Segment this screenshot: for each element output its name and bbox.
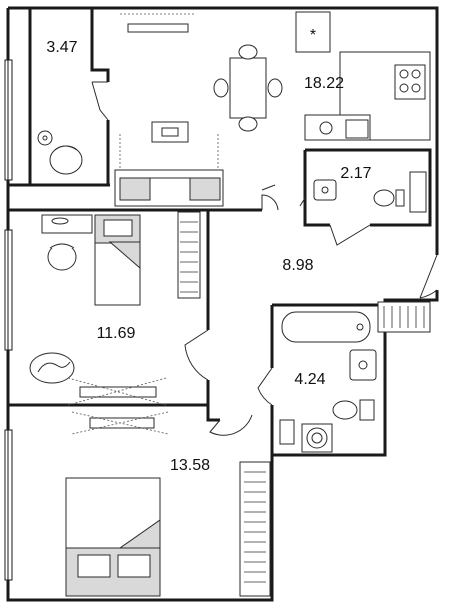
hall-features xyxy=(177,211,438,333)
fridge-icon: * xyxy=(310,27,316,44)
room-area-bathroom: 4.24 xyxy=(294,371,325,388)
wc-fixtures xyxy=(299,171,427,246)
bathroom-fixtures xyxy=(257,311,377,453)
room-labels: 3.47 18.22 2.17 8.98 11.69 4.24 13.58 xyxy=(46,39,371,474)
room-area-wc: 2.17 xyxy=(340,165,371,182)
outer-walls xyxy=(4,6,439,602)
bedroom-wardrobe xyxy=(239,461,271,597)
kitchen-furniture: * xyxy=(114,11,431,211)
interior-walls xyxy=(8,8,432,455)
room-area-bedroom-small: 11.69 xyxy=(97,325,136,342)
room-area-hall: 8.98 xyxy=(282,257,313,274)
large-bedroom-furniture xyxy=(65,411,271,597)
room-area-kitchen-living: 18.22 xyxy=(304,75,344,92)
room-area-balcony: 3.47 xyxy=(46,39,77,56)
room-area-bedroom-large: 13.58 xyxy=(170,457,210,474)
hall-wardrobe xyxy=(177,211,201,299)
balcony-furniture xyxy=(37,81,109,175)
bath-cabinet xyxy=(377,301,431,333)
small-bedroom-furniture xyxy=(29,214,209,406)
